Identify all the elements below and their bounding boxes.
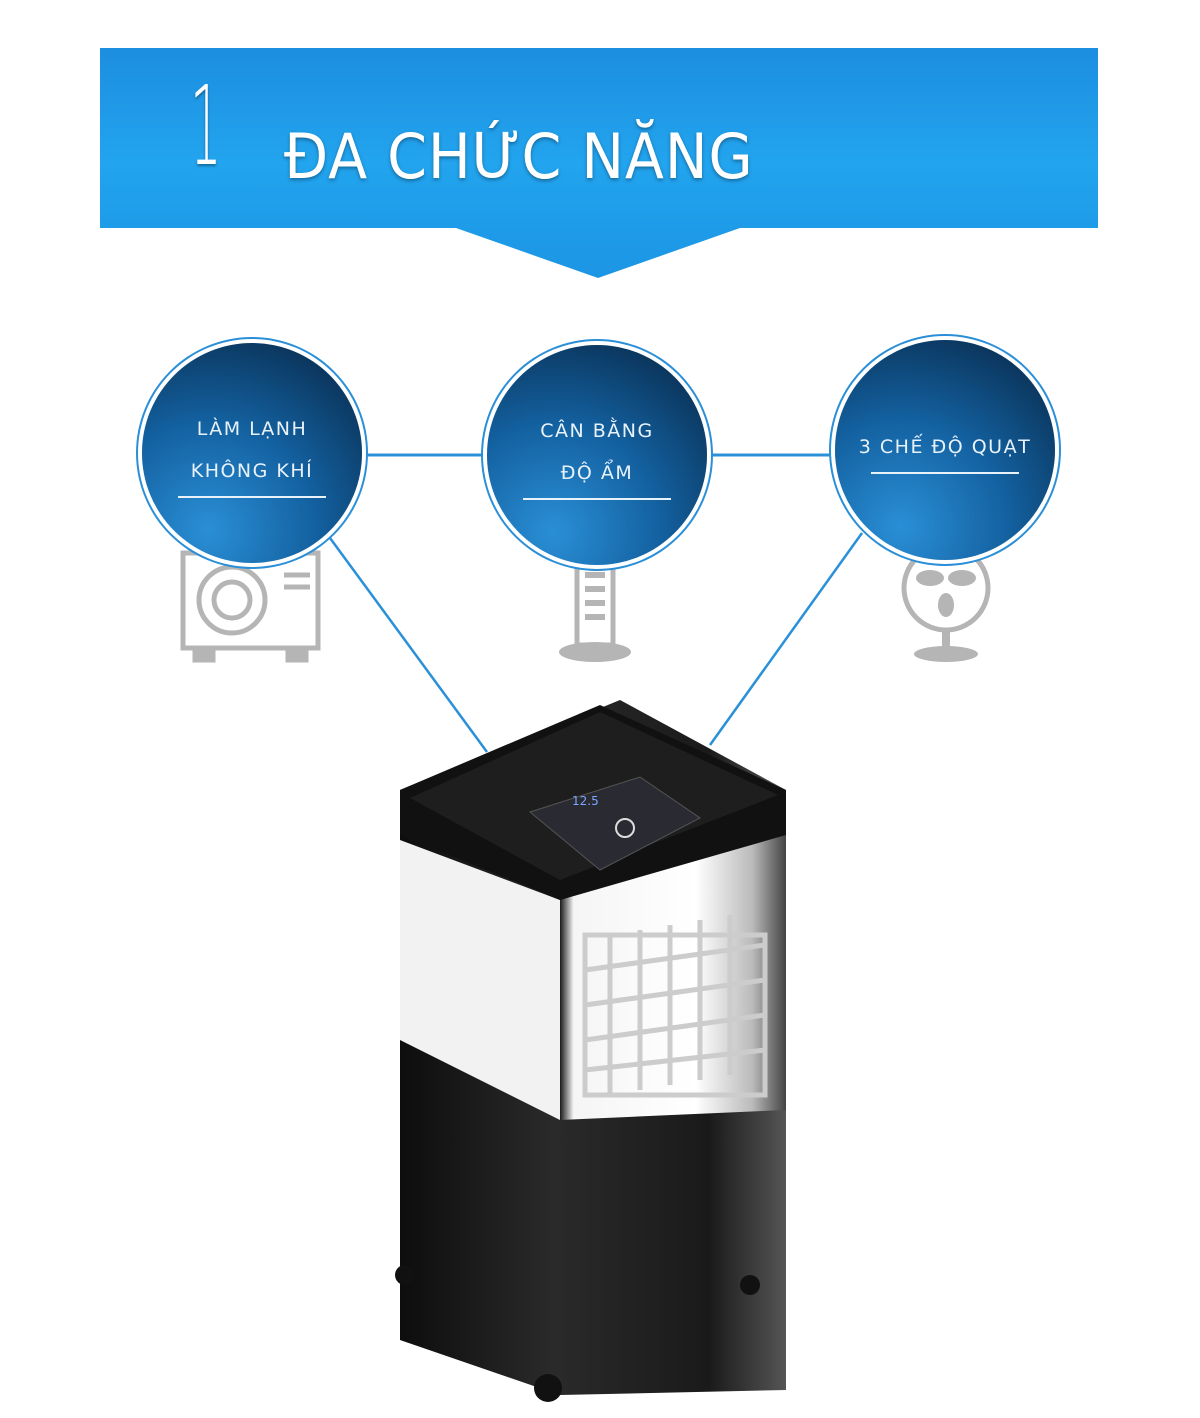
display-readout: 12.5 (572, 794, 599, 808)
feature-label: CÂN BẰNG (540, 420, 654, 442)
feature-label: ĐỘ ẨM (560, 462, 634, 484)
feature-label: KHÔNG KHÍ (190, 460, 314, 482)
power-button (615, 818, 635, 838)
air-vent-grille (582, 915, 768, 1098)
connector-line (708, 532, 864, 746)
feature-fan-modes: 3 CHẾ ĐỘ QUẠT (835, 340, 1055, 560)
page-title: ĐA CHỨC NĂNG (284, 120, 754, 193)
tower-humidifier-icon (559, 557, 631, 662)
connector-line (328, 537, 489, 753)
feature-underline (871, 472, 1019, 474)
feature-label: LÀM LẠNH (196, 418, 308, 440)
header-banner: 1 ĐA CHỨC NĂNG (100, 48, 1098, 278)
desk-fan-icon (901, 543, 991, 662)
feature-underline (523, 498, 671, 500)
feature-label: 3 CHẾ ĐỘ QUẠT (858, 436, 1032, 458)
section-number: 1 (190, 62, 222, 190)
feature-humidity: CÂN BẰNG ĐỘ ẨM (487, 345, 707, 565)
air-cooler-device: 12.5 (395, 700, 786, 1402)
air-conditioner-icon (180, 550, 321, 663)
feature-underline (178, 496, 326, 498)
feature-cooling: LÀM LẠNH KHÔNG KHÍ (142, 343, 362, 563)
